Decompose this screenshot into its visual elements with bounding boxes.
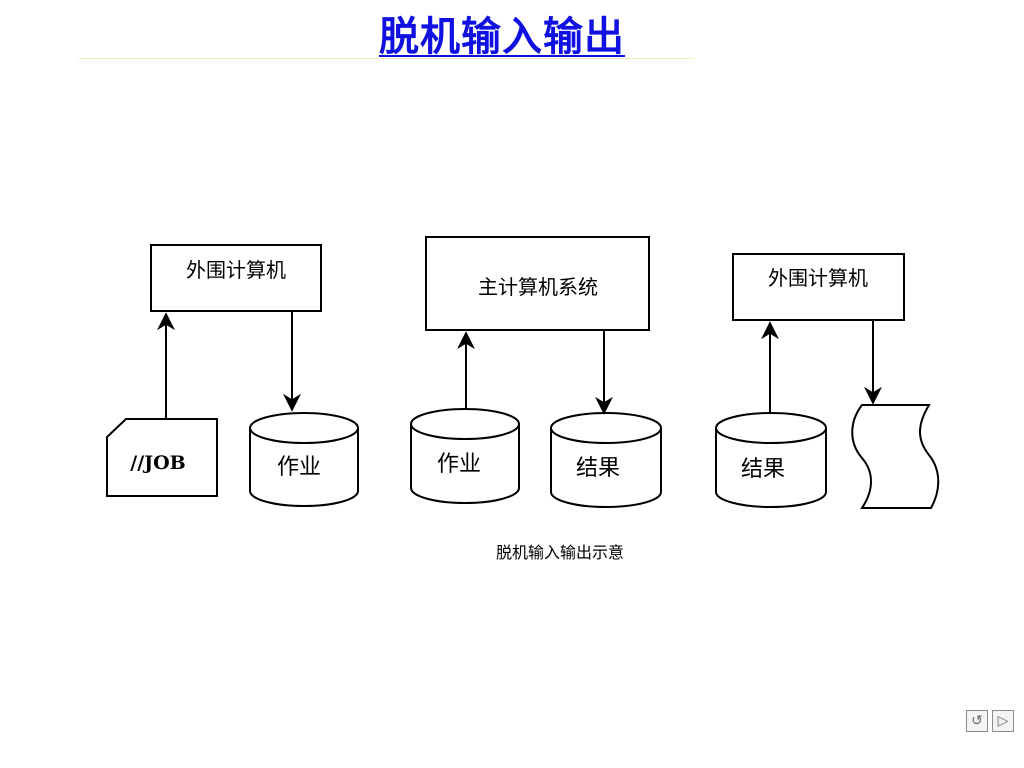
disk-job-middle-label: 作业 bbox=[437, 452, 481, 477]
disk-job-middle: 作业 bbox=[410, 408, 520, 504]
return-button[interactable]: ↺ bbox=[966, 710, 988, 732]
left-peripheral-label: 外围计算机 bbox=[186, 258, 286, 282]
left-peripheral-box: 外围计算机 bbox=[150, 244, 322, 312]
right-peripheral-label: 外围计算机 bbox=[768, 266, 868, 290]
return-icon: ↺ bbox=[971, 713, 983, 729]
slide-title: 脱机输入输出 bbox=[379, 14, 625, 60]
main-system-label: 主计算机系统 bbox=[478, 275, 598, 299]
disk-result-middle: 结果 bbox=[550, 412, 662, 508]
disk-result-right: 结果 bbox=[715, 412, 827, 508]
job-card-label: //JOB bbox=[130, 452, 185, 474]
next-button[interactable]: ▷ bbox=[992, 710, 1014, 732]
disk-job-left: 作业 bbox=[249, 412, 359, 507]
right-peripheral-box: 外围计算机 bbox=[732, 253, 905, 321]
printout-paper bbox=[851, 404, 940, 509]
job-card: //JOB bbox=[106, 418, 218, 497]
disk-result-middle-label: 结果 bbox=[576, 456, 620, 481]
disk-job-left-label: 作业 bbox=[277, 455, 321, 480]
next-icon: ▷ bbox=[997, 713, 1009, 729]
diagram-caption: 脱机输入输出示意 bbox=[496, 543, 624, 562]
main-system-box: 主计算机系统 bbox=[425, 236, 650, 331]
title-underline-rule bbox=[78, 58, 694, 59]
disk-result-right-label: 结果 bbox=[741, 457, 785, 482]
